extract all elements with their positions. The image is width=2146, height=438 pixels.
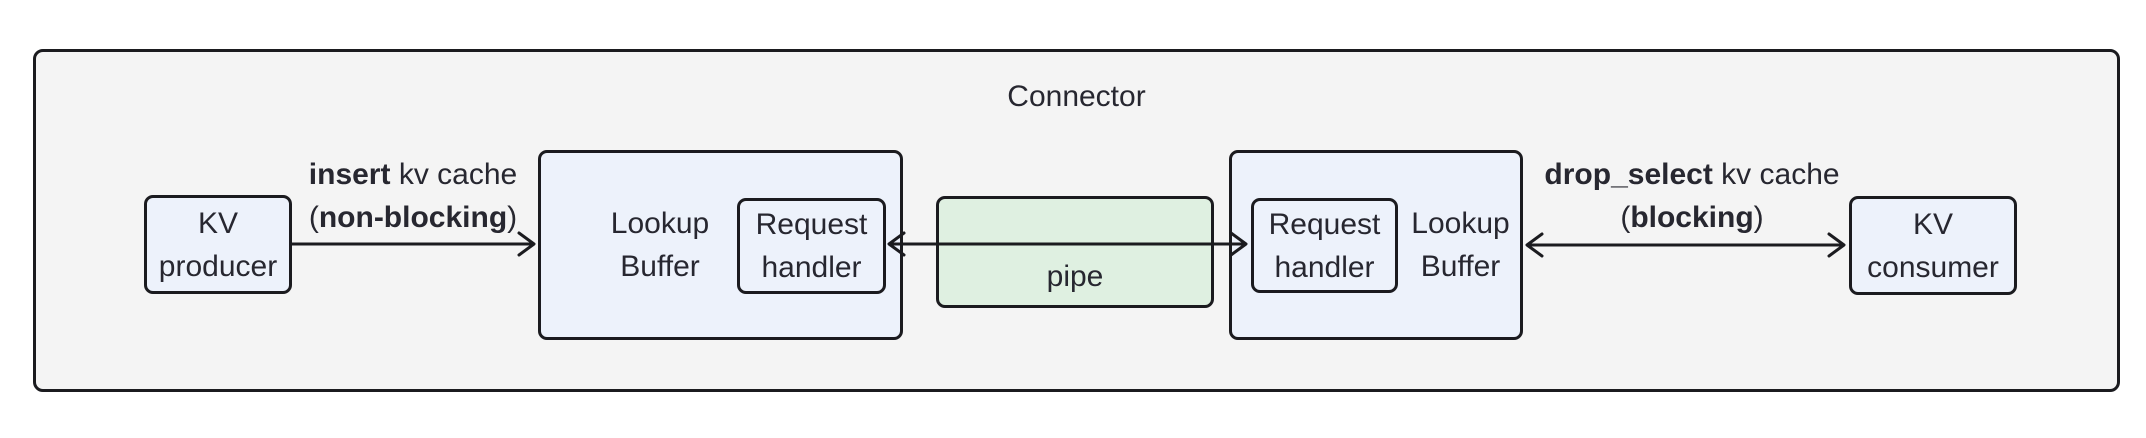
request-handler-left-label-line2: handler <box>761 251 862 284</box>
kv-consumer-node: KV consumer <box>1849 196 2017 295</box>
insert-edge-label-line2: (non-blocking) <box>308 201 518 234</box>
request-handler-left-label-line1: Request <box>755 208 868 241</box>
lookup-buffer-left-label: Lookup Buffer <box>538 150 737 340</box>
lookup-buffer-left-label-line1: Lookup <box>610 207 710 240</box>
lookup-buffer-left-label-line2: Buffer <box>620 250 700 283</box>
pipe-node <box>936 196 1214 308</box>
drop-select-edge-label-line1: drop_select kv cache <box>1544 158 1840 191</box>
insert-edge-label-line1: insert kv cache <box>308 158 518 191</box>
kv-consumer-label-line2: consumer <box>1867 250 1999 284</box>
lookup-buffer-right-label-line1: Lookup <box>1411 207 1510 240</box>
request-handler-right-label-line2: handler <box>1274 250 1375 284</box>
request-handler-right-label-line1: Request <box>1268 207 1381 241</box>
drop-select-edge-label-line2: (blocking) <box>1620 201 1764 234</box>
request-handler-left-node: Request handler <box>737 198 886 294</box>
connector-title: Connector <box>1007 80 1146 113</box>
kv-consumer-label-line1: KV <box>1912 207 1954 241</box>
pipe-label: pipe <box>1046 259 1104 293</box>
lookup-buffer-right-label: Lookup Buffer <box>1398 150 1523 340</box>
request-handler-right-node: Request handler <box>1251 198 1398 293</box>
drop-select-edge-label: drop_select kv cache (blocking) <box>1544 153 1839 239</box>
insert-edge-label: insert kv cache (non-blocking) <box>309 153 517 239</box>
pipe-label-block: pipe <box>936 244 1214 308</box>
kv-producer-label-line1: KV <box>197 206 239 240</box>
lookup-buffer-right-label-line2: Buffer <box>1420 250 1501 283</box>
kv-producer-label-line2: producer <box>158 249 278 283</box>
kv-producer-node: KV producer <box>144 195 292 294</box>
